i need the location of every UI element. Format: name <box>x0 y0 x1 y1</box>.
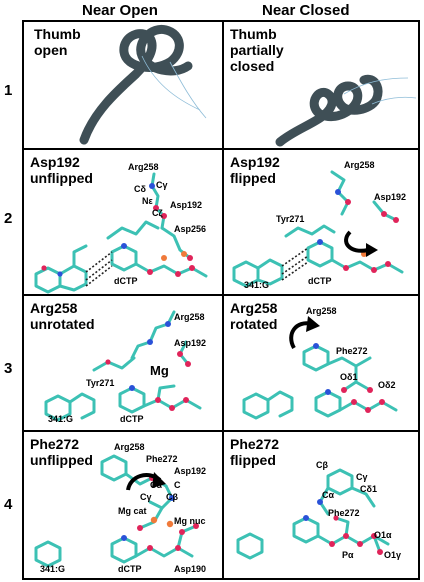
label-cgamma: Cγ <box>156 180 168 190</box>
panel-arg258-unrotated: Arg258 unrotated Arg258 Asp192 Tyr271 Mg… <box>22 294 224 432</box>
label-cgamma: Cγ <box>356 472 368 482</box>
label-calpha: Cα <box>150 480 163 490</box>
asp192-unflipped-stick-model <box>34 172 208 294</box>
thumb-helix-open-graphic <box>79 24 207 145</box>
asp192-flipped-stick-model <box>232 170 404 288</box>
panel-phe272-flipped: Phe272 flipped Cβ Cγ Cα Cδ1 Phe272 O1α P… <box>222 430 420 580</box>
panel-asp192-unflipped: Asp192 unflipped Arg258 Cδ Cγ Nε Asp192 … <box>22 148 224 296</box>
label-nepsilon: Nε <box>142 196 153 206</box>
label-calpha: Cα <box>322 490 335 500</box>
label-mg: Mg <box>150 363 169 378</box>
label-phe272: Phe272 <box>328 508 360 518</box>
panel-title: Arg258 unrotated <box>30 300 95 332</box>
panel-title: Asp192 flipped <box>230 154 280 186</box>
column-header-near-open: Near Open <box>82 2 158 19</box>
panel-phe272-unflipped: Phe272 unflipped Arg258 Phe272 Asp192 Cα… <box>22 430 224 580</box>
panel-title: Phe272 flipped <box>230 436 280 468</box>
thumb-helix-closed-graphic <box>275 74 417 147</box>
label-arg258: Arg258 <box>128 162 159 172</box>
label-341g: 341:G <box>244 280 270 290</box>
label-cbeta: Cβ <box>166 492 178 502</box>
label-arg258: Arg258 <box>344 160 375 170</box>
panel-title: Thumb open <box>34 26 81 58</box>
panel-title: Phe272 unflipped <box>30 436 93 468</box>
label-dctp: dCTP <box>114 276 138 286</box>
label-cdelta1: Cδ1 <box>360 484 377 494</box>
row-number-1: 1 <box>4 82 13 99</box>
arg258-unrotated-stick-model <box>44 310 202 422</box>
panel-arg258-rotated: Arg258 rotated Arg258 Phe272 Oδ1 Oδ2 <box>222 294 420 432</box>
label-phe272: Phe272 <box>336 346 368 356</box>
label-tyr271: Tyr271 <box>86 378 115 388</box>
label-odelta1: Oδ1 <box>340 372 358 382</box>
row-number-4: 4 <box>4 496 13 513</box>
panel-title: Arg258 rotated <box>230 300 278 332</box>
label-o1gamma: O1γ <box>384 550 402 560</box>
panel-title: Thumb partially closed <box>230 26 284 74</box>
arg258-rotated-stick-model <box>242 316 398 420</box>
column-header-near-closed: Near Closed <box>262 2 350 19</box>
phe272-unflipped-stick-model <box>34 454 199 568</box>
label-341g: 341:G <box>40 564 66 574</box>
label-asp192: Asp192 <box>174 466 207 476</box>
panel-thumb-open: Thumb open <box>22 20 224 150</box>
label-czeta: Cζ <box>152 208 163 218</box>
label-dctp: dCTP <box>118 564 142 574</box>
label-arg258: Arg258 <box>306 306 337 316</box>
label-odelta2: Oδ2 <box>378 380 396 390</box>
label-o1alpha: O1α <box>374 530 392 540</box>
phe272-flipped-stick-model <box>236 468 390 560</box>
panel-title: Asp192 unflipped <box>30 154 93 186</box>
label-asp192: Asp192 <box>174 338 207 348</box>
label-arg258: Arg258 <box>114 442 145 452</box>
label-tyr271: Tyr271 <box>276 214 305 224</box>
panel-asp192-flipped: Asp192 flipped Arg258 Asp192 Tyr271 341:… <box>222 148 420 296</box>
label-asp192: Asp192 <box>170 200 203 210</box>
label-cgamma: Cγ <box>140 492 152 502</box>
panel-thumb-partially-closed: Thumb partially closed <box>222 20 420 150</box>
label-asp192: Asp192 <box>374 192 407 202</box>
label-palpha: Pα <box>342 550 354 560</box>
row-number-3: 3 <box>4 360 13 377</box>
label-mg-nuc: Mg nuc <box>174 516 206 526</box>
label-341g: 341:G <box>48 414 74 424</box>
label-arg258: Arg258 <box>174 312 205 322</box>
row-number-2: 2 <box>4 210 13 227</box>
label-asp256: Asp256 <box>174 224 207 234</box>
label-asp190: Asp190 <box>174 564 207 574</box>
label-phe272: Phe272 <box>146 454 178 464</box>
label-dctp: dCTP <box>120 414 144 424</box>
label-mg-cat: Mg cat <box>118 506 147 516</box>
label-cbeta: Cβ <box>316 460 328 470</box>
label-cdelta: Cδ <box>134 184 146 194</box>
label-dctp: dCTP <box>308 276 332 286</box>
label-c: C <box>174 480 181 490</box>
